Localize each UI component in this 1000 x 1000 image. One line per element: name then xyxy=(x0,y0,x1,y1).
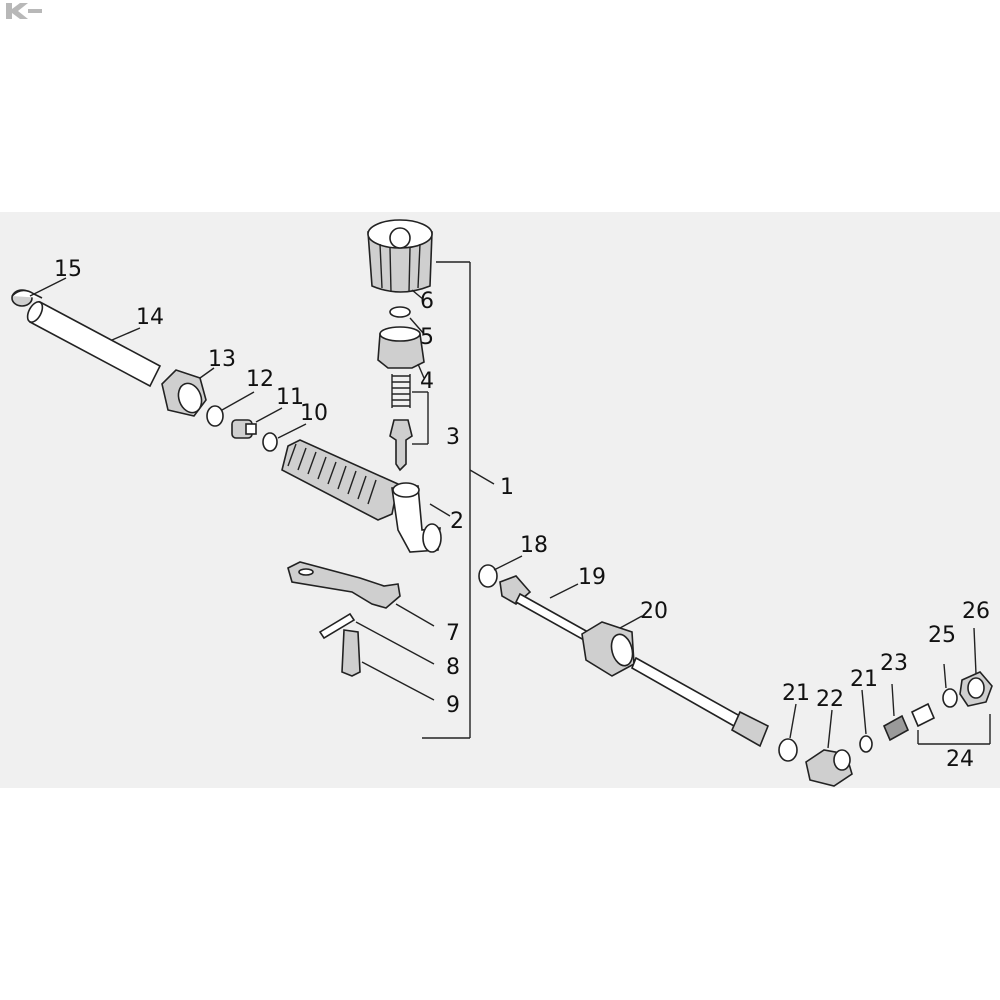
callout-15: 15 xyxy=(54,257,82,282)
callout-4: 4 xyxy=(420,369,434,394)
callout-8: 8 xyxy=(446,655,460,680)
part-11-insert xyxy=(231,419,257,439)
part-21-o-ring-right xyxy=(859,735,873,753)
callout-14: 14 xyxy=(136,305,164,330)
part-14-tube xyxy=(26,300,162,388)
callout-3: 3 xyxy=(446,425,460,450)
part-9-clip xyxy=(341,629,361,677)
part-7-trigger-lever xyxy=(287,561,401,609)
callout-7: 7 xyxy=(446,621,460,646)
part-5-washer xyxy=(389,306,411,318)
part-26-cap xyxy=(959,671,993,707)
k-logo-icon xyxy=(0,0,44,22)
part-24-nozzle-tip xyxy=(910,702,936,728)
callout-21-right: 21 xyxy=(850,667,878,692)
callout-23: 23 xyxy=(880,651,908,676)
part-23-nozzle-insert xyxy=(882,714,910,742)
callout-2: 2 xyxy=(450,509,464,534)
callout-20: 20 xyxy=(640,599,668,624)
part-3-spring-pin xyxy=(389,374,413,472)
bracket-part-1 xyxy=(422,261,495,739)
part-15-hose-clamp xyxy=(11,289,43,307)
callout-19: 19 xyxy=(578,565,606,590)
callout-10: 10 xyxy=(300,401,328,426)
part-2-valve-body xyxy=(281,439,442,553)
part-lance-tube xyxy=(630,656,770,748)
callout-6: 6 xyxy=(420,289,434,314)
part-8-pin xyxy=(318,612,356,640)
part-20-union-nut xyxy=(581,621,635,677)
bracket-part-24 xyxy=(917,714,991,745)
part-22-elbow xyxy=(805,749,853,787)
part-6-gauge-knob xyxy=(367,219,433,293)
callout-24: 24 xyxy=(946,747,974,772)
part-10-o-ring xyxy=(262,432,278,452)
part-25-washer xyxy=(942,688,958,708)
callout-12: 12 xyxy=(246,367,274,392)
callout-22: 22 xyxy=(816,687,844,712)
part-18-o-ring xyxy=(478,564,498,588)
part-13-nut xyxy=(161,369,207,417)
callout-9: 9 xyxy=(446,693,460,718)
leader-lines xyxy=(29,277,977,749)
callout-1: 1 xyxy=(500,475,514,500)
callout-18: 18 xyxy=(520,533,548,558)
bracket-part-3 xyxy=(412,391,429,445)
callout-26: 26 xyxy=(962,599,990,624)
callout-5: 5 xyxy=(420,325,434,350)
part-4-cap-nut xyxy=(377,326,425,369)
callout-11: 11 xyxy=(276,385,304,410)
callout-25: 25 xyxy=(928,623,956,648)
callout-13: 13 xyxy=(208,347,236,372)
part-12-o-ring xyxy=(206,405,224,427)
diagram-panel xyxy=(0,212,1000,788)
callout-21-left: 21 xyxy=(782,681,810,706)
part-21-o-ring-left xyxy=(778,738,798,762)
